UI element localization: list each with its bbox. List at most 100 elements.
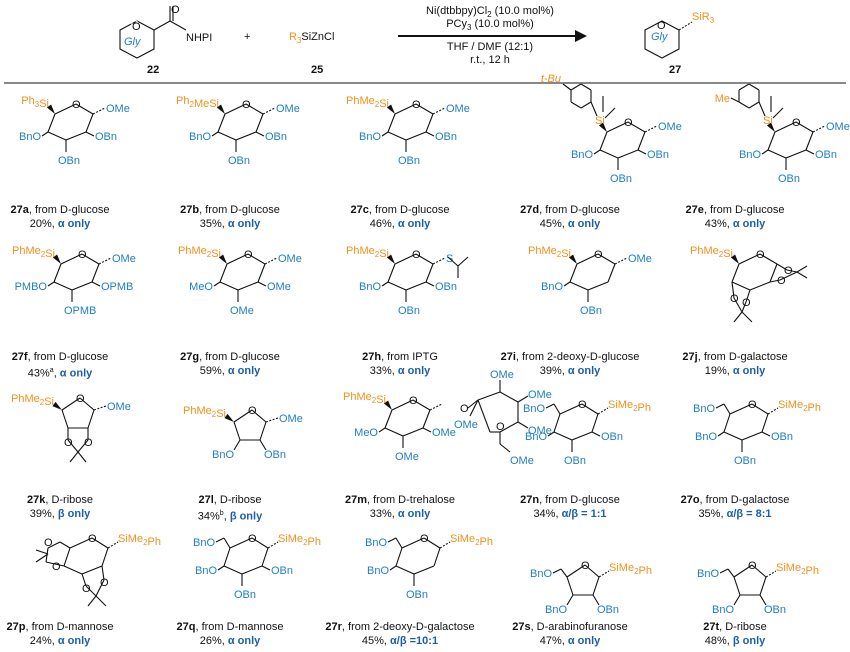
anomeric-substituent: OMe (446, 103, 470, 115)
ring-bond (387, 281, 407, 291)
acetonide-bond (95, 579, 105, 597)
caption-line1: 27s, D-arabinofuranose (495, 620, 645, 634)
yield: 46%, (369, 218, 395, 230)
c6-bond (215, 537, 225, 543)
caption-line2: 35%, α/β = 8:1 (660, 507, 810, 521)
compound-number: 27p (6, 621, 26, 633)
c6-bond (553, 403, 561, 415)
ring-bond (499, 421, 519, 433)
c3-substituent: OBn (580, 305, 602, 317)
ring-bond (85, 113, 94, 133)
compound-number: 27l (198, 494, 214, 506)
c2-bond (759, 594, 767, 606)
aryl-me-label: Me (715, 93, 730, 105)
compound-source: , D-ribose (213, 494, 262, 506)
ring-bond (53, 263, 62, 283)
ring-bond (499, 391, 519, 403)
c2-bond (591, 431, 601, 437)
caption-line1: 27o, from D-galactose (660, 493, 810, 507)
c5-silyl-bond (730, 254, 739, 264)
c6-bond (545, 403, 555, 409)
yield: 24%, (29, 635, 55, 647)
glycosidic-oxygen: O (460, 403, 469, 415)
ring-bond (219, 281, 239, 291)
c4-substituent: OMe (528, 425, 552, 437)
acetonide-bond (101, 565, 105, 581)
c3-substituent: BnO (212, 449, 234, 461)
acetonide-oxygen: O (730, 293, 739, 305)
ligand-sub: 3 (466, 23, 472, 33)
ring-oxygen: O (578, 399, 587, 411)
ring-bond (738, 253, 761, 265)
ring-bond (761, 413, 769, 433)
ring-bond (599, 149, 619, 159)
ring-bond (387, 131, 407, 141)
c3-substituent: OBn (398, 155, 420, 167)
c4-bond (547, 431, 555, 437)
caption-line2: 26%, α only (155, 634, 305, 648)
silyl-27s: SiMe2Ph (609, 562, 652, 577)
ring-bond (395, 565, 415, 575)
ring-bond (235, 131, 257, 141)
caption-line1: 27f, from D-glucose (0, 350, 135, 364)
caption-line2: 34%b, β only (155, 507, 305, 524)
c4-substituent: PMBO (15, 281, 48, 293)
selectivity: α only (394, 508, 431, 520)
c4-bond (389, 565, 397, 571)
plus-sign: + (244, 31, 251, 43)
acetonide-oxygen: O (84, 437, 93, 449)
compound-number: 27c (350, 204, 369, 216)
compound-source: , D-arabinofuranose (530, 621, 628, 633)
c2-bond (91, 281, 101, 287)
yield: 34%, (533, 508, 559, 520)
ring-bond (741, 431, 763, 441)
c2-substituent: OBn (271, 565, 293, 577)
c2-bond (805, 149, 815, 155)
ring-oxygen: O (72, 99, 81, 111)
silyl-27t: SiMe2Ph (776, 562, 819, 577)
silyl-27g: PhMe2Si (178, 245, 221, 260)
c5-silyl-bond (383, 400, 392, 410)
tbu-label: t-Bu (541, 73, 561, 85)
anomeric-bond (765, 570, 777, 578)
c2-substituent: OBn (264, 449, 286, 461)
ring-bond (405, 131, 427, 141)
c3-bond (566, 594, 574, 606)
silyl-27r: SiMe2Ph (450, 533, 493, 548)
yield: 45%, (539, 218, 565, 230)
ring-bond (251, 409, 267, 423)
selectivity: α/β = 1:1 (558, 508, 607, 520)
yield: 35%, (199, 218, 225, 230)
reactant-25-formula: R3SiZnCl (289, 31, 334, 45)
compound-source: , from D-glucose (27, 351, 109, 363)
compound-number: 27b (180, 204, 200, 216)
r3-sub: 3 (296, 36, 302, 46)
aryl-bond (580, 83, 592, 91)
c5-silyl-bond (386, 254, 395, 264)
ring-bond (233, 409, 253, 423)
caption-line1: 27l, D-ribose (155, 493, 305, 507)
acetonide-bond (779, 271, 798, 281)
yield: 19%, (704, 365, 730, 377)
yield: 33%, (369, 508, 395, 520)
acetonide-bond (776, 263, 788, 271)
silyl-27o: SiMe2Ph (778, 399, 821, 414)
methyl-bond (95, 595, 107, 607)
c4-substituent: MeO (189, 281, 213, 293)
acetonide-bond (733, 297, 743, 313)
c5-silyl-bond (598, 122, 607, 132)
ring-bond (731, 281, 751, 291)
ring-bond (553, 413, 561, 433)
acetonide-oxygen: O (82, 583, 91, 595)
ring-bond (751, 564, 767, 578)
ring-bond (597, 253, 616, 265)
acetonide-oxygen: O (100, 577, 109, 589)
selectivity: α only (729, 218, 766, 230)
catalyst: Ni(dtbbpy)Cl (426, 5, 488, 17)
ring-oxygen: O (131, 19, 140, 31)
caption-line1: 27p, from D-mannose (0, 620, 135, 634)
selectivity: α/β = 8:1 (723, 508, 772, 520)
selectivity: α only (564, 218, 601, 230)
